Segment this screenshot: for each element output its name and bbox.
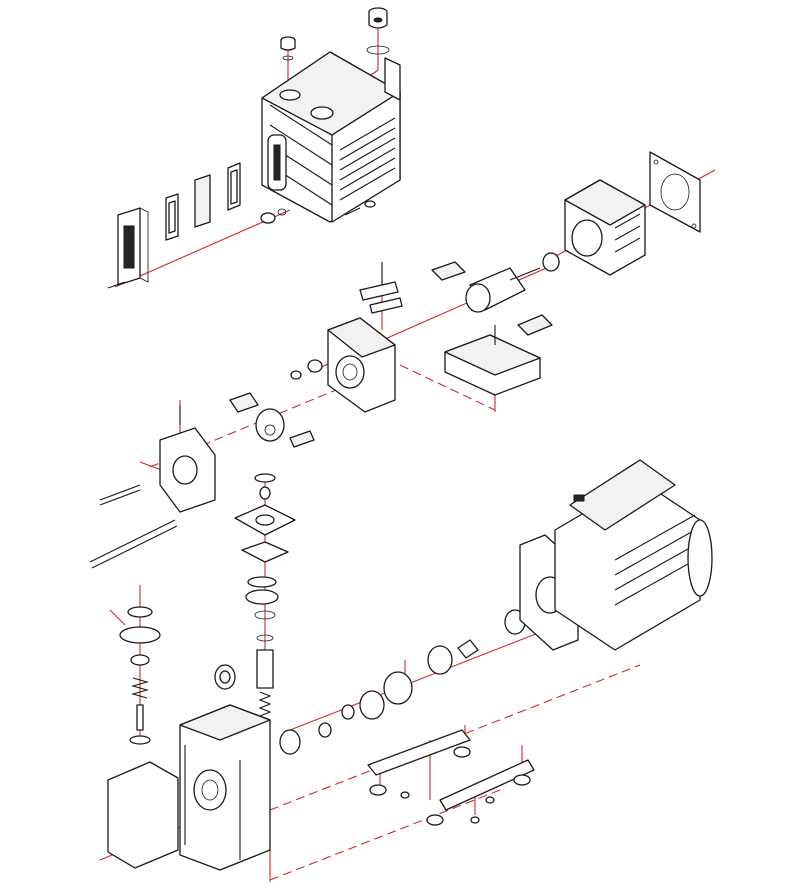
shaft-nut (290, 359, 323, 380)
rotor-shaft (465, 267, 541, 313)
rotor-vane-upper (431, 261, 466, 281)
foot-screws (400, 791, 495, 824)
gas-ballast-assembly (119, 606, 161, 745)
stator-block (327, 317, 396, 413)
valve-plate (234, 473, 296, 563)
cover-screw (107, 281, 126, 289)
motor-adapter-bracket (564, 179, 646, 276)
fill-plug-small (280, 36, 296, 61)
sight-glass-cover (117, 207, 149, 286)
tie-rods (89, 484, 178, 569)
vane-clamp-plate (359, 262, 403, 314)
pressure-valve-spring (256, 649, 274, 721)
rotor-vane-lower (517, 314, 553, 336)
sight-glass-lens (194, 174, 211, 228)
housing-screw (344, 200, 376, 216)
adapter-gasket (649, 151, 701, 233)
drain-plug (260, 208, 287, 224)
oil-reservoir-housing (261, 51, 401, 223)
oil-tray (444, 325, 541, 396)
mounting-foot-front (367, 729, 471, 796)
sight-glass-seal (227, 162, 241, 211)
shaft-seal (542, 252, 560, 272)
electric-motor (554, 459, 713, 651)
valve-housing-disc (245, 576, 279, 642)
sight-glass-gasket (165, 193, 179, 241)
rotor-cam (229, 392, 315, 448)
front-end-plate (159, 405, 216, 513)
pump-main-body (179, 704, 271, 871)
mounting-foot-rear (426, 759, 535, 826)
fill-plug-large (366, 7, 390, 55)
eye-bolt (214, 664, 236, 690)
body-gasket (107, 761, 179, 869)
coupling-assembly (279, 609, 526, 755)
